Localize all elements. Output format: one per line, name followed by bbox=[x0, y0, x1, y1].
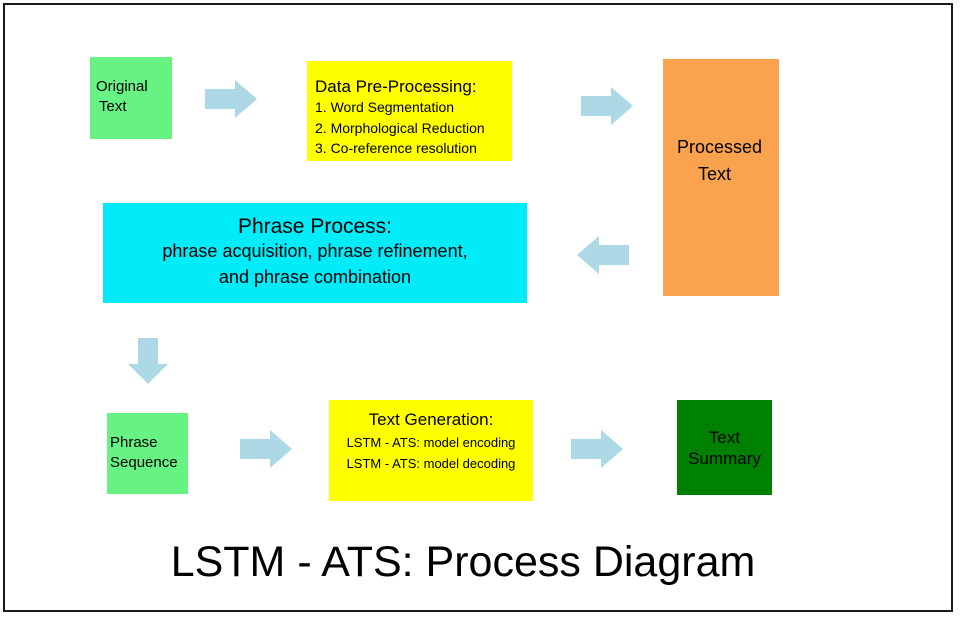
text-generation-title: Text Generation: bbox=[368, 410, 494, 429]
phrase-process-title: Phrase Process: bbox=[237, 215, 393, 238]
original-text-label-line2: Text bbox=[99, 98, 127, 115]
text-summary-label-line1: Text bbox=[708, 428, 741, 447]
processed-text-label-line1: Processed bbox=[677, 137, 763, 157]
phrase-sequence-label-line2: Sequence bbox=[110, 454, 178, 471]
arrow-preprocessing-to-processed bbox=[581, 87, 633, 125]
arrow-original-to-preprocessing bbox=[205, 80, 257, 118]
preprocessing-step-2: 2. Morphological Reduction bbox=[315, 120, 485, 136]
text-summary-node: Text Summary bbox=[677, 400, 772, 495]
arrow-generation-to-summary bbox=[571, 430, 623, 468]
phrase-sequence-node: Phrase Sequence bbox=[107, 413, 188, 494]
original-text-node: Original Text bbox=[90, 57, 172, 139]
processed-text-label-line2: Text bbox=[698, 164, 732, 184]
preprocessing-step-1: 1. Word Segmentation bbox=[315, 99, 455, 115]
phrase-sequence-label-line1: Phrase bbox=[110, 434, 158, 451]
phrase-process-line1: phrase acquisition, phrase refinement, bbox=[162, 241, 468, 261]
arrow-processed-to-phrase-process bbox=[577, 236, 629, 274]
text-generation-node: Text Generation: LSTM - ATS: model encod… bbox=[329, 400, 533, 501]
phrase-process-line2: and phrase combination bbox=[218, 267, 412, 287]
text-generation-line1: LSTM - ATS: model encoding bbox=[346, 435, 516, 450]
preprocessing-node: Data Pre-Processing: 1. Word Segmentatio… bbox=[307, 61, 512, 161]
phrase-process-node: Phrase Process: phrase acquisition, phra… bbox=[103, 203, 527, 303]
preprocessing-title: Data Pre-Processing: bbox=[315, 77, 477, 96]
text-summary-label-line2: Summary bbox=[688, 449, 761, 468]
arrow-phrase-process-to-sequence bbox=[128, 338, 168, 384]
text-generation-line2: LSTM - ATS: model decoding bbox=[346, 456, 516, 471]
arrow-sequence-to-generation bbox=[240, 430, 292, 468]
original-text-label-line1: Original bbox=[96, 78, 148, 95]
processed-text-node: Processed Text bbox=[663, 59, 779, 296]
diagram-caption: LSTM - ATS: Process Diagram bbox=[170, 538, 756, 586]
preprocessing-step-3: 3. Co-reference resolution bbox=[315, 140, 477, 156]
